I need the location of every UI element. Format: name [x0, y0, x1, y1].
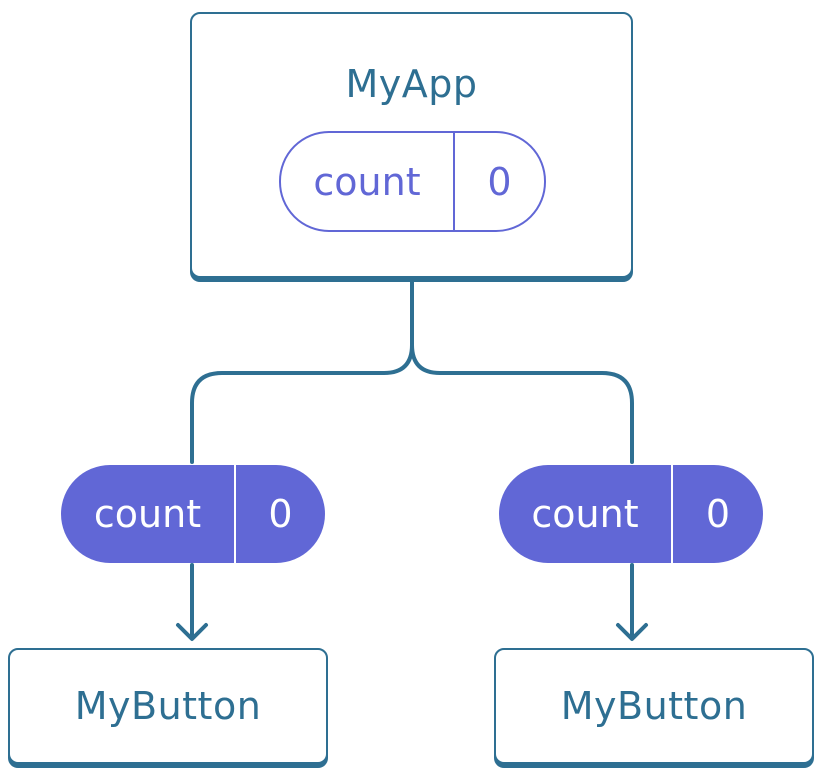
pill-divider — [234, 465, 236, 563]
prop-pill-right: count 0 — [499, 465, 763, 563]
pill-divider — [453, 133, 455, 230]
prop-value: 0 — [705, 492, 731, 536]
prop-key: count — [531, 492, 639, 536]
component-mybutton-right: MyButton — [494, 648, 814, 764]
component-title: MyButton — [74, 684, 262, 728]
pill-divider — [671, 465, 673, 563]
component-mybutton-left: MyButton — [8, 648, 328, 764]
state-pill: count 0 — [279, 131, 546, 232]
component-title: MyButton — [560, 684, 748, 728]
arrow-right-head — [616, 623, 648, 641]
arrow-left-head — [176, 623, 208, 641]
prop-value: 0 — [268, 492, 293, 536]
component-title: MyApp — [345, 62, 478, 106]
branch-right — [410, 343, 634, 464]
state-value: 0 — [487, 159, 512, 204]
state-key: count — [313, 159, 421, 204]
prop-key: count — [93, 492, 202, 536]
component-myapp: MyApp count 0 — [190, 12, 633, 278]
prop-pill-left: count 0 — [61, 465, 325, 563]
branch-left — [190, 343, 414, 464]
